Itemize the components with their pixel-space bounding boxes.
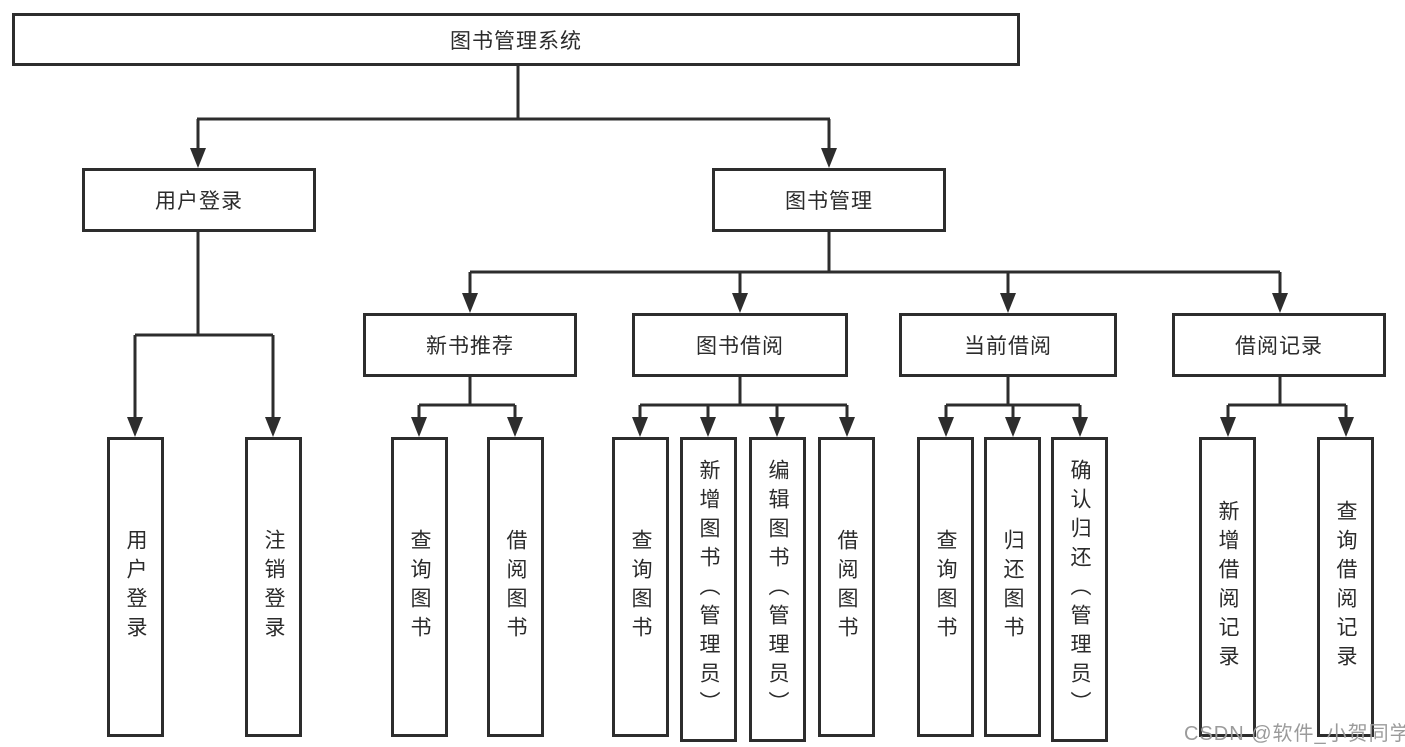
- node-label: 当前借阅: [964, 335, 1052, 358]
- node-leaf-confirm-return-admin: 确认归还（管理员）: [1051, 437, 1108, 742]
- node-leaf-add-borrow-record: 新增借阅记录: [1199, 437, 1256, 737]
- node-label: 查询图书: [408, 529, 431, 645]
- node-leaf-user-login: 用户登录: [107, 437, 164, 737]
- node-book-management: 图书管理: [712, 168, 946, 232]
- node-borrowing-records: 借阅记录: [1172, 313, 1386, 377]
- node-label: 注销登录: [262, 529, 285, 645]
- node-leaf-logout: 注销登录: [245, 437, 302, 737]
- node-leaf-query-books-3: 查询图书: [917, 437, 974, 737]
- node-leaf-query-borrow-record: 查询借阅记录: [1317, 437, 1374, 737]
- node-leaf-query-books-1: 查询图书: [391, 437, 448, 737]
- node-label: 图书管理系统: [450, 29, 582, 53]
- node-leaf-borrow-books-2: 借阅图书: [818, 437, 875, 737]
- node-label: 借阅记录: [1235, 335, 1323, 358]
- connector-path: [133, 66, 1348, 419]
- node-leaf-query-books-2: 查询图书: [612, 437, 669, 737]
- node-leaf-return-book: 归还图书: [984, 437, 1041, 737]
- node-label: 图书借阅: [696, 335, 784, 358]
- node-label: 新增借阅记录: [1216, 500, 1239, 674]
- node-leaf-borrow-books-1: 借阅图书: [487, 437, 544, 737]
- node-label: 新书推荐: [426, 335, 514, 358]
- node-user-login-group: 用户登录: [82, 168, 316, 232]
- node-label: 图书管理: [785, 190, 873, 213]
- node-label: 编辑图书（管理员）: [766, 459, 789, 720]
- node-leaf-add-book-admin: 新增图书（管理员）: [680, 437, 737, 742]
- node-leaf-edit-book-admin: 编辑图书（管理员）: [749, 437, 806, 742]
- node-label: 借阅图书: [835, 529, 858, 645]
- node-label: 确认归还（管理员）: [1068, 459, 1091, 720]
- node-label: 查询图书: [629, 529, 652, 645]
- watermark: CSDN @软件_小贺同学: [1184, 723, 1405, 745]
- node-label: 归还图书: [1001, 529, 1024, 645]
- node-current-borrowing: 当前借阅: [899, 313, 1117, 377]
- node-label: 查询借阅记录: [1334, 500, 1357, 674]
- node-root: 图书管理系统: [12, 13, 1020, 66]
- node-label: 用户登录: [155, 190, 243, 213]
- node-label: 借阅图书: [504, 529, 527, 645]
- node-label: 用户登录: [124, 529, 147, 645]
- node-new-book-recommend: 新书推荐: [363, 313, 577, 377]
- node-label: 新增图书（管理员）: [697, 459, 720, 720]
- node-book-borrowing: 图书借阅: [632, 313, 848, 377]
- node-label: 查询图书: [934, 529, 957, 645]
